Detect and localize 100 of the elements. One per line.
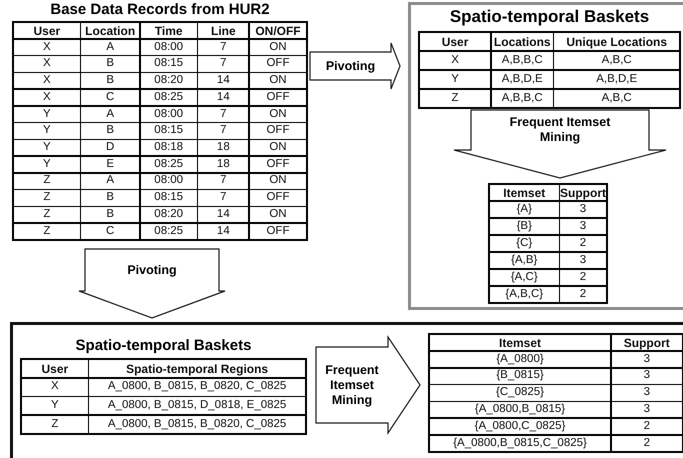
table-cell: 08:25 [140, 90, 197, 106]
table-cell: A_0800, B_0815, B_0820, C_0825 [89, 378, 305, 396]
table-title: Base Data Records from HUR2 [49, 1, 271, 18]
block-arrow [315, 335, 421, 435]
table-cell: Y [14, 156, 80, 172]
table-cell: Y [14, 140, 80, 156]
table-cell: 18 [198, 156, 248, 172]
block-arrow [78, 248, 226, 319]
table-cell: A,B,D,E [492, 70, 553, 88]
table-cell: 14 [198, 73, 248, 88]
table-cell: 7 [198, 40, 248, 55]
table-cell: B [81, 190, 140, 206]
table-cell: X [14, 40, 80, 55]
table-cell: 08:18 [140, 140, 197, 156]
header-cell: Support [612, 335, 682, 350]
table-cell: A [81, 106, 140, 122]
table-cell: 7 [198, 56, 248, 72]
table-cell: 08:25 [140, 224, 197, 239]
header-cell: Support [560, 185, 606, 200]
header-cell: Unique Locations [554, 33, 679, 50]
table-cell: X [14, 56, 80, 72]
table-cell: A_0800, B_0815, B_0820, C_0825 [89, 416, 305, 433]
table-cell: 14 [198, 207, 248, 222]
data-table [428, 333, 683, 453]
header-cell: Location [81, 23, 140, 38]
header-cell: User [420, 33, 490, 50]
table-cell: 08:20 [140, 207, 197, 222]
data-table [12, 21, 308, 241]
table-cell: {C} [490, 236, 558, 252]
table-cell: B [81, 56, 140, 72]
table-cell: A,B,C [554, 90, 679, 107]
table-cell: OFF [250, 156, 306, 172]
table-cell: 18 [198, 140, 248, 156]
table-cell: A_0800, B_0815, D_0818, E_0825 [89, 397, 305, 414]
header-cell: Time [140, 23, 197, 38]
table-cell: 7 [198, 106, 248, 122]
table-cell: 2 [560, 236, 606, 252]
table-cell: 14 [198, 90, 248, 106]
block-arrow [309, 42, 401, 90]
table-cell: 3 [612, 352, 682, 368]
table-cell: 08:25 [140, 156, 197, 172]
table-cell: Z [14, 224, 80, 239]
table-cell: 08:15 [140, 123, 197, 139]
table-cell: B [81, 123, 140, 139]
table-cell: 08:00 [140, 40, 197, 55]
table-cell: {A_0800} [430, 352, 610, 368]
table-cell: 08:15 [140, 56, 197, 72]
table-cell: {A,C} [490, 270, 558, 286]
table-cell: ON [250, 140, 306, 156]
table-cell: 3 [560, 202, 606, 218]
table-cell: 2 [612, 436, 682, 451]
table-cell: 7 [198, 190, 248, 206]
header-cell: Spatio-temporal Regions [89, 360, 305, 378]
table-cell: X [22, 378, 88, 396]
table-cell: OFF [250, 56, 306, 72]
table-cell: ON [250, 106, 306, 122]
table-cell: 3 [560, 218, 606, 234]
table-cell: {A_0800,B_0815,C_0825} [430, 436, 610, 451]
table-cell: Z [14, 207, 80, 222]
table-cell: Y [14, 106, 80, 122]
edge-label-text: Frequent Itemset Mining [324, 362, 380, 408]
table-cell: A,B,B,C [492, 52, 553, 70]
table-cell: 3 [612, 385, 682, 401]
table-cell: Y [420, 70, 490, 88]
table-cell: 3 [612, 402, 682, 418]
table-cell: OFF [250, 123, 306, 139]
table-cell: {A,B} [490, 252, 558, 268]
block-arrow [453, 109, 667, 179]
table-title: Spatio-temporal Baskets [448, 7, 650, 27]
table-cell: 08:00 [140, 174, 197, 189]
table-cell: OFF [250, 224, 306, 239]
table-cell: C [81, 90, 140, 106]
table-cell: B [81, 73, 140, 88]
table-cell: Z [14, 174, 80, 189]
table-cell: 14 [198, 224, 248, 239]
table-cell: OFF [250, 90, 306, 106]
header-cell: Line [198, 23, 248, 38]
table-cell: A [81, 40, 140, 55]
table-cell: 08:15 [140, 190, 197, 206]
table-cell: Y [14, 123, 80, 139]
table-cell: B [81, 207, 140, 222]
header-cell: Itemset [430, 335, 610, 350]
edge-label-text: Pivoting [326, 58, 376, 74]
table-cell: 2 [560, 270, 606, 286]
table-cell: C [81, 224, 140, 239]
edge-label-text: Pivoting [127, 262, 177, 278]
table-cell: {C_0825} [430, 385, 610, 401]
table-cell: Z [22, 416, 88, 433]
table-cell: {B_0815} [430, 368, 610, 384]
table-cell: X [14, 73, 80, 88]
table-cell: {A_0800,C_0825} [430, 418, 610, 434]
table-cell: {B} [490, 218, 558, 234]
table-cell: Z [420, 90, 490, 107]
table-cell: {A} [490, 202, 558, 218]
header-cell: User [22, 360, 88, 378]
table-cell: 2 [612, 418, 682, 434]
header-cell: Locations [492, 33, 553, 50]
header-cell: ON/OFF [250, 23, 306, 38]
table-cell: {A_0800,B_0815} [430, 402, 610, 418]
table-cell: 08:00 [140, 106, 197, 122]
